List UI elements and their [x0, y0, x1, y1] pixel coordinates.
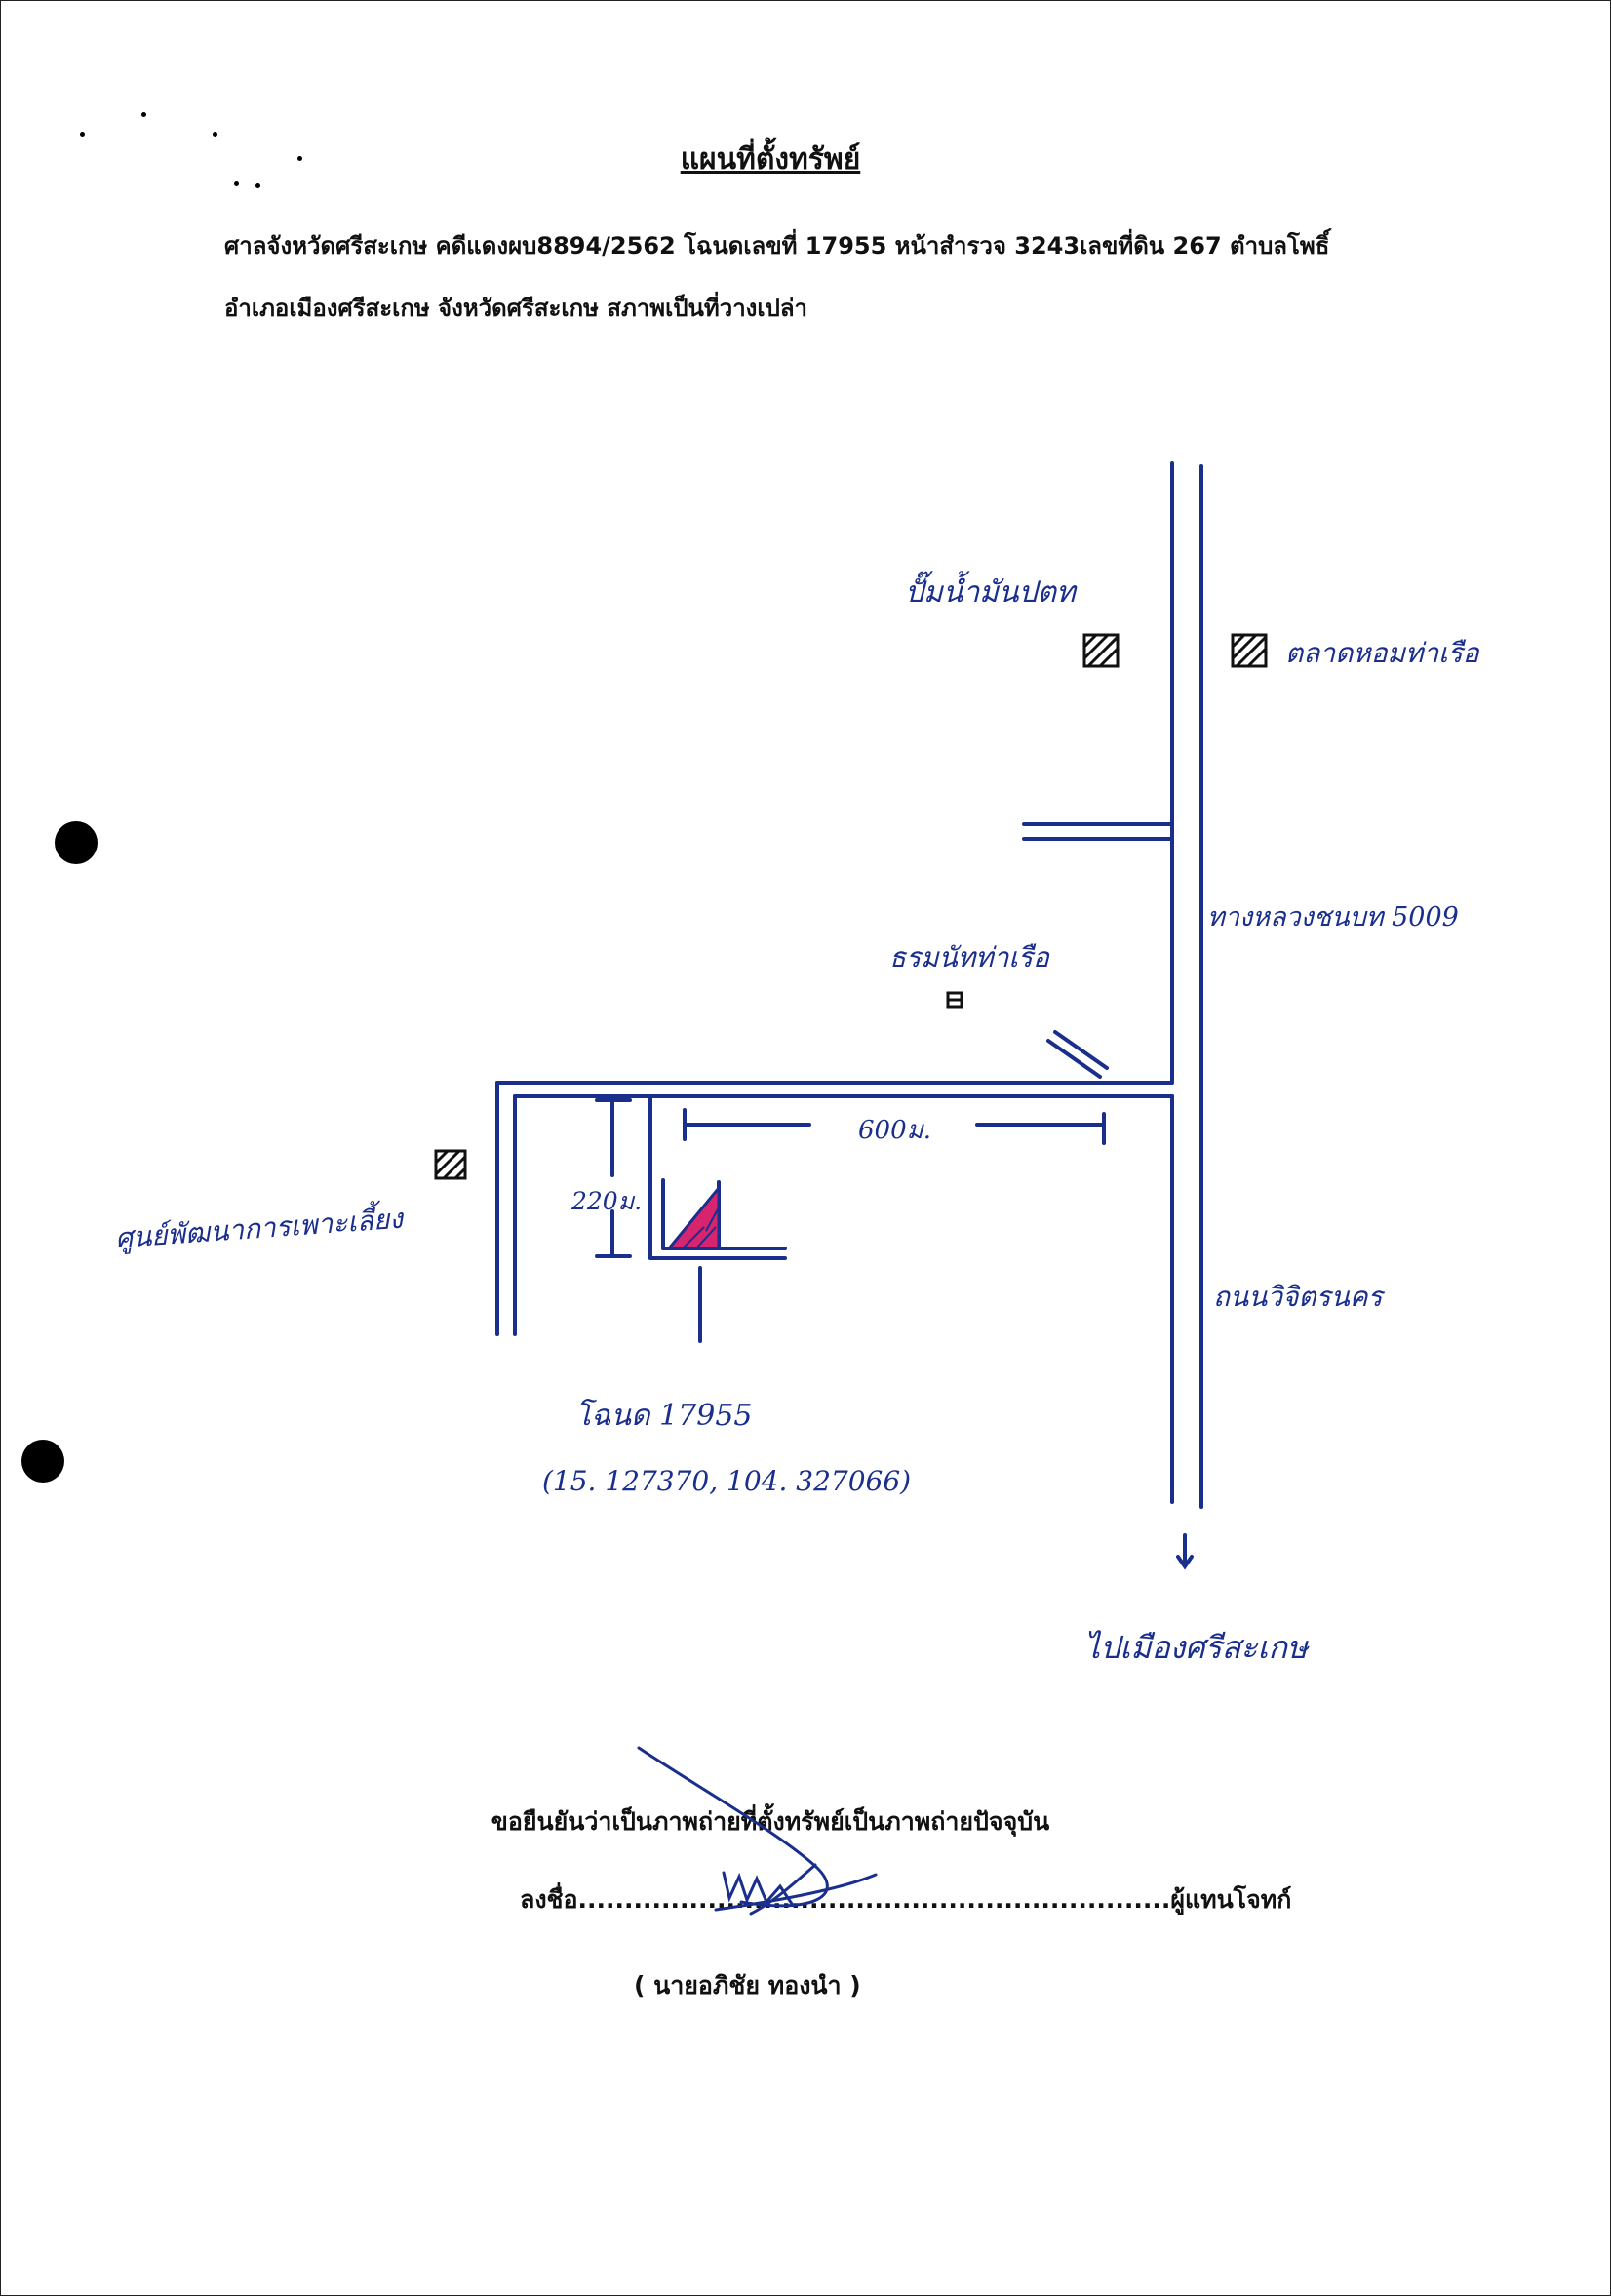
scan-speck [141, 112, 146, 117]
property-parcel [665, 1183, 721, 1250]
gas-station-label: ปั๊มน้ำมันปตท [905, 575, 1076, 610]
signer-role: ผู้แทนโจทก์ [1170, 1885, 1292, 1914]
distance-600m-label: 600ม. [858, 1116, 932, 1145]
sign-prefix: ลงชื่อ [520, 1885, 578, 1914]
deed-label: โฉนด 17955 [575, 1399, 753, 1433]
market-label: ตลาดหอมท่าเรือ [1285, 637, 1479, 669]
document-title: แผนที่ตั้งทรัพย์ [680, 142, 861, 177]
distance-220m-label: 220ม. [571, 1187, 643, 1215]
location-details: อำเภอเมืองศรีสะเกษ จังหวัดศรีสะเกษ สภาพเ… [224, 295, 808, 322]
punch-hole-bottom [21, 1440, 64, 1483]
signature-line: ลงชื่อ..................................… [520, 1880, 1291, 1920]
scan-speck [80, 132, 85, 137]
scan-speck [255, 183, 260, 188]
direction-label: ไปเมืองศรีสะเกษ [1084, 1629, 1308, 1666]
temple-label: ธรมนัทท่าเรือ [889, 941, 1049, 973]
road-label: ถนนวิจิตรนคร [1213, 1281, 1383, 1313]
signer-name: ( นายอภิชัย ทองนำ ) [634, 1971, 861, 1999]
center-marker [434, 1149, 467, 1180]
south-arrow-head [1176, 1555, 1194, 1570]
highway-label: ทางหลวงชนบท 5009 [1207, 902, 1459, 932]
punch-hole-top [55, 821, 98, 864]
junction-diagonal-1 [1046, 1039, 1102, 1079]
scan-speck [213, 132, 217, 137]
scan-speck [297, 156, 302, 161]
case-details: ศาลจังหวัดศรีสะเกษ คดีแดงผบ8894/2562 โฉน… [224, 232, 1330, 259]
scan-speck [234, 181, 239, 186]
coordinates-label: (15. 127370, 104. 327066) [542, 1465, 912, 1497]
junction-diagonal-2 [1053, 1030, 1109, 1070]
sign-dots: ........................................… [577, 1885, 1171, 1914]
